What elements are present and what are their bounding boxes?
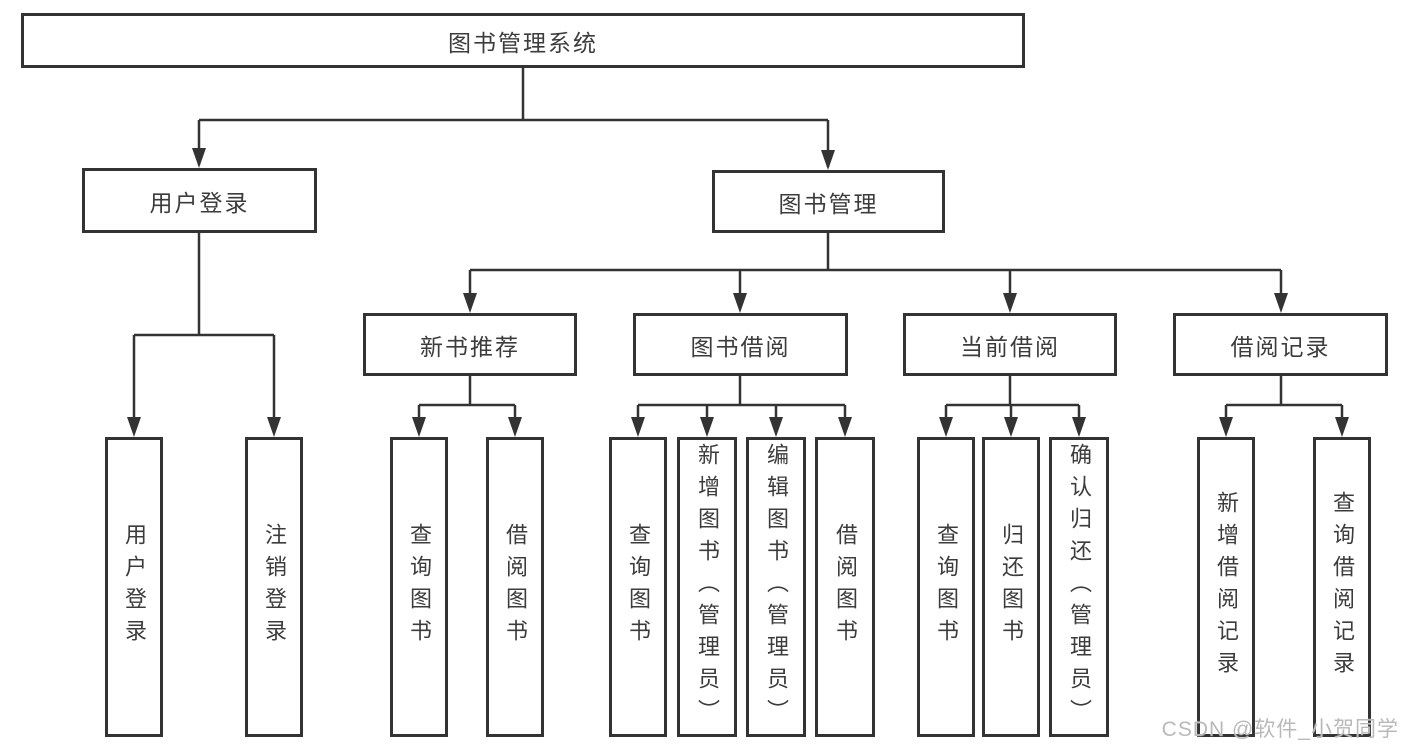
connector-root-to-level2 <box>192 68 835 170</box>
node-label: 图书借阅 <box>690 333 791 360</box>
node-new-book-recommend: 新书推荐 <box>363 313 577 376</box>
node-label: 图书管理系统 <box>448 29 598 56</box>
leaf-label: 借阅图书 <box>833 523 858 651</box>
leaf-label: 用户登录 <box>122 523 147 651</box>
node-book-borrowing: 图书借阅 <box>633 313 848 376</box>
connector-borrow-to-leaves <box>631 376 852 437</box>
arrow-head <box>1335 417 1349 437</box>
node-library-management-system: 图书管理系统 <box>21 13 1025 68</box>
node-label: 借阅记录 <box>1230 333 1331 360</box>
leaf-label: 借阅图书 <box>503 523 528 651</box>
node-book-management: 图书管理 <box>712 170 945 233</box>
leaf-add-books-admin: 新增图书（管理员） <box>677 437 737 737</box>
arrow-head <box>838 417 852 437</box>
leaf-borrow-books: 借阅图书 <box>815 437 875 737</box>
node-label: 新书推荐 <box>420 333 520 360</box>
leaf-add-borrow-record: 新增借阅记录 <box>1197 437 1255 737</box>
arrow-head <box>1219 417 1233 437</box>
node-user-login: 用户登录 <box>82 168 317 233</box>
leaf-label: 确认归还（管理员） <box>1067 443 1092 731</box>
leaf-label: 注销登录 <box>262 523 287 651</box>
arrow-head <box>1004 417 1018 437</box>
leaf-borrow-books-recommend: 借阅图书 <box>486 437 544 737</box>
leaf-label: 新增借阅记录 <box>1214 491 1239 683</box>
arrow-head <box>733 293 747 313</box>
connector-management-to-level3 <box>463 233 1288 313</box>
leaf-label: 查询图书 <box>626 523 651 651</box>
arrow-head <box>412 417 426 437</box>
leaf-edit-books-admin: 编辑图书（管理员） <box>746 437 806 737</box>
leaf-label: 归还图书 <box>999 523 1024 651</box>
csdn-watermark: CSDN @软件_小贺同学 <box>1161 718 1399 741</box>
node-borrowing-records: 借阅记录 <box>1173 313 1388 376</box>
node-current-borrowing: 当前借阅 <box>903 313 1117 376</box>
leaf-label: 查询图书 <box>407 523 432 651</box>
connector-current-to-leaves <box>939 376 1086 437</box>
connector-newbook-to-leaves <box>412 376 522 437</box>
arrow-head <box>631 417 645 437</box>
arrow-head <box>127 417 141 437</box>
arrow-head <box>1003 293 1017 313</box>
connector-records-to-leaves <box>1219 376 1349 437</box>
leaf-query-books-recommend: 查询图书 <box>390 437 448 737</box>
arrow-head <box>700 417 714 437</box>
leaf-query-books-current: 查询图书 <box>917 437 975 737</box>
node-label: 当前借阅 <box>960 333 1060 360</box>
leaf-query-books-borrowing: 查询图书 <box>609 437 667 737</box>
arrow-head <box>939 417 953 437</box>
arrow-head <box>821 150 835 170</box>
leaf-label: 查询图书 <box>934 523 959 651</box>
leaf-query-borrow-record: 查询借阅记录 <box>1313 437 1371 737</box>
node-label: 用户登录 <box>149 189 250 216</box>
arrow-head <box>267 417 281 437</box>
leaf-label: 查询借阅记录 <box>1330 491 1355 683</box>
connector-login-to-leaves <box>127 233 281 437</box>
leaf-user-login: 用户登录 <box>105 437 163 737</box>
node-label: 图书管理 <box>778 190 879 217</box>
arrow-head <box>192 148 206 168</box>
arrow-head <box>463 293 477 313</box>
leaf-return-books: 归还图书 <box>982 437 1040 737</box>
leaf-label: 编辑图书（管理员） <box>764 443 789 731</box>
leaf-label: 新增图书（管理员） <box>695 443 720 731</box>
leaf-logout: 注销登录 <box>245 437 303 737</box>
leaf-confirm-return-admin: 确认归还（管理员） <box>1049 437 1109 737</box>
arrow-head <box>508 417 522 437</box>
arrow-head <box>1072 417 1086 437</box>
arrow-head <box>1274 293 1288 313</box>
arrow-head <box>769 417 783 437</box>
